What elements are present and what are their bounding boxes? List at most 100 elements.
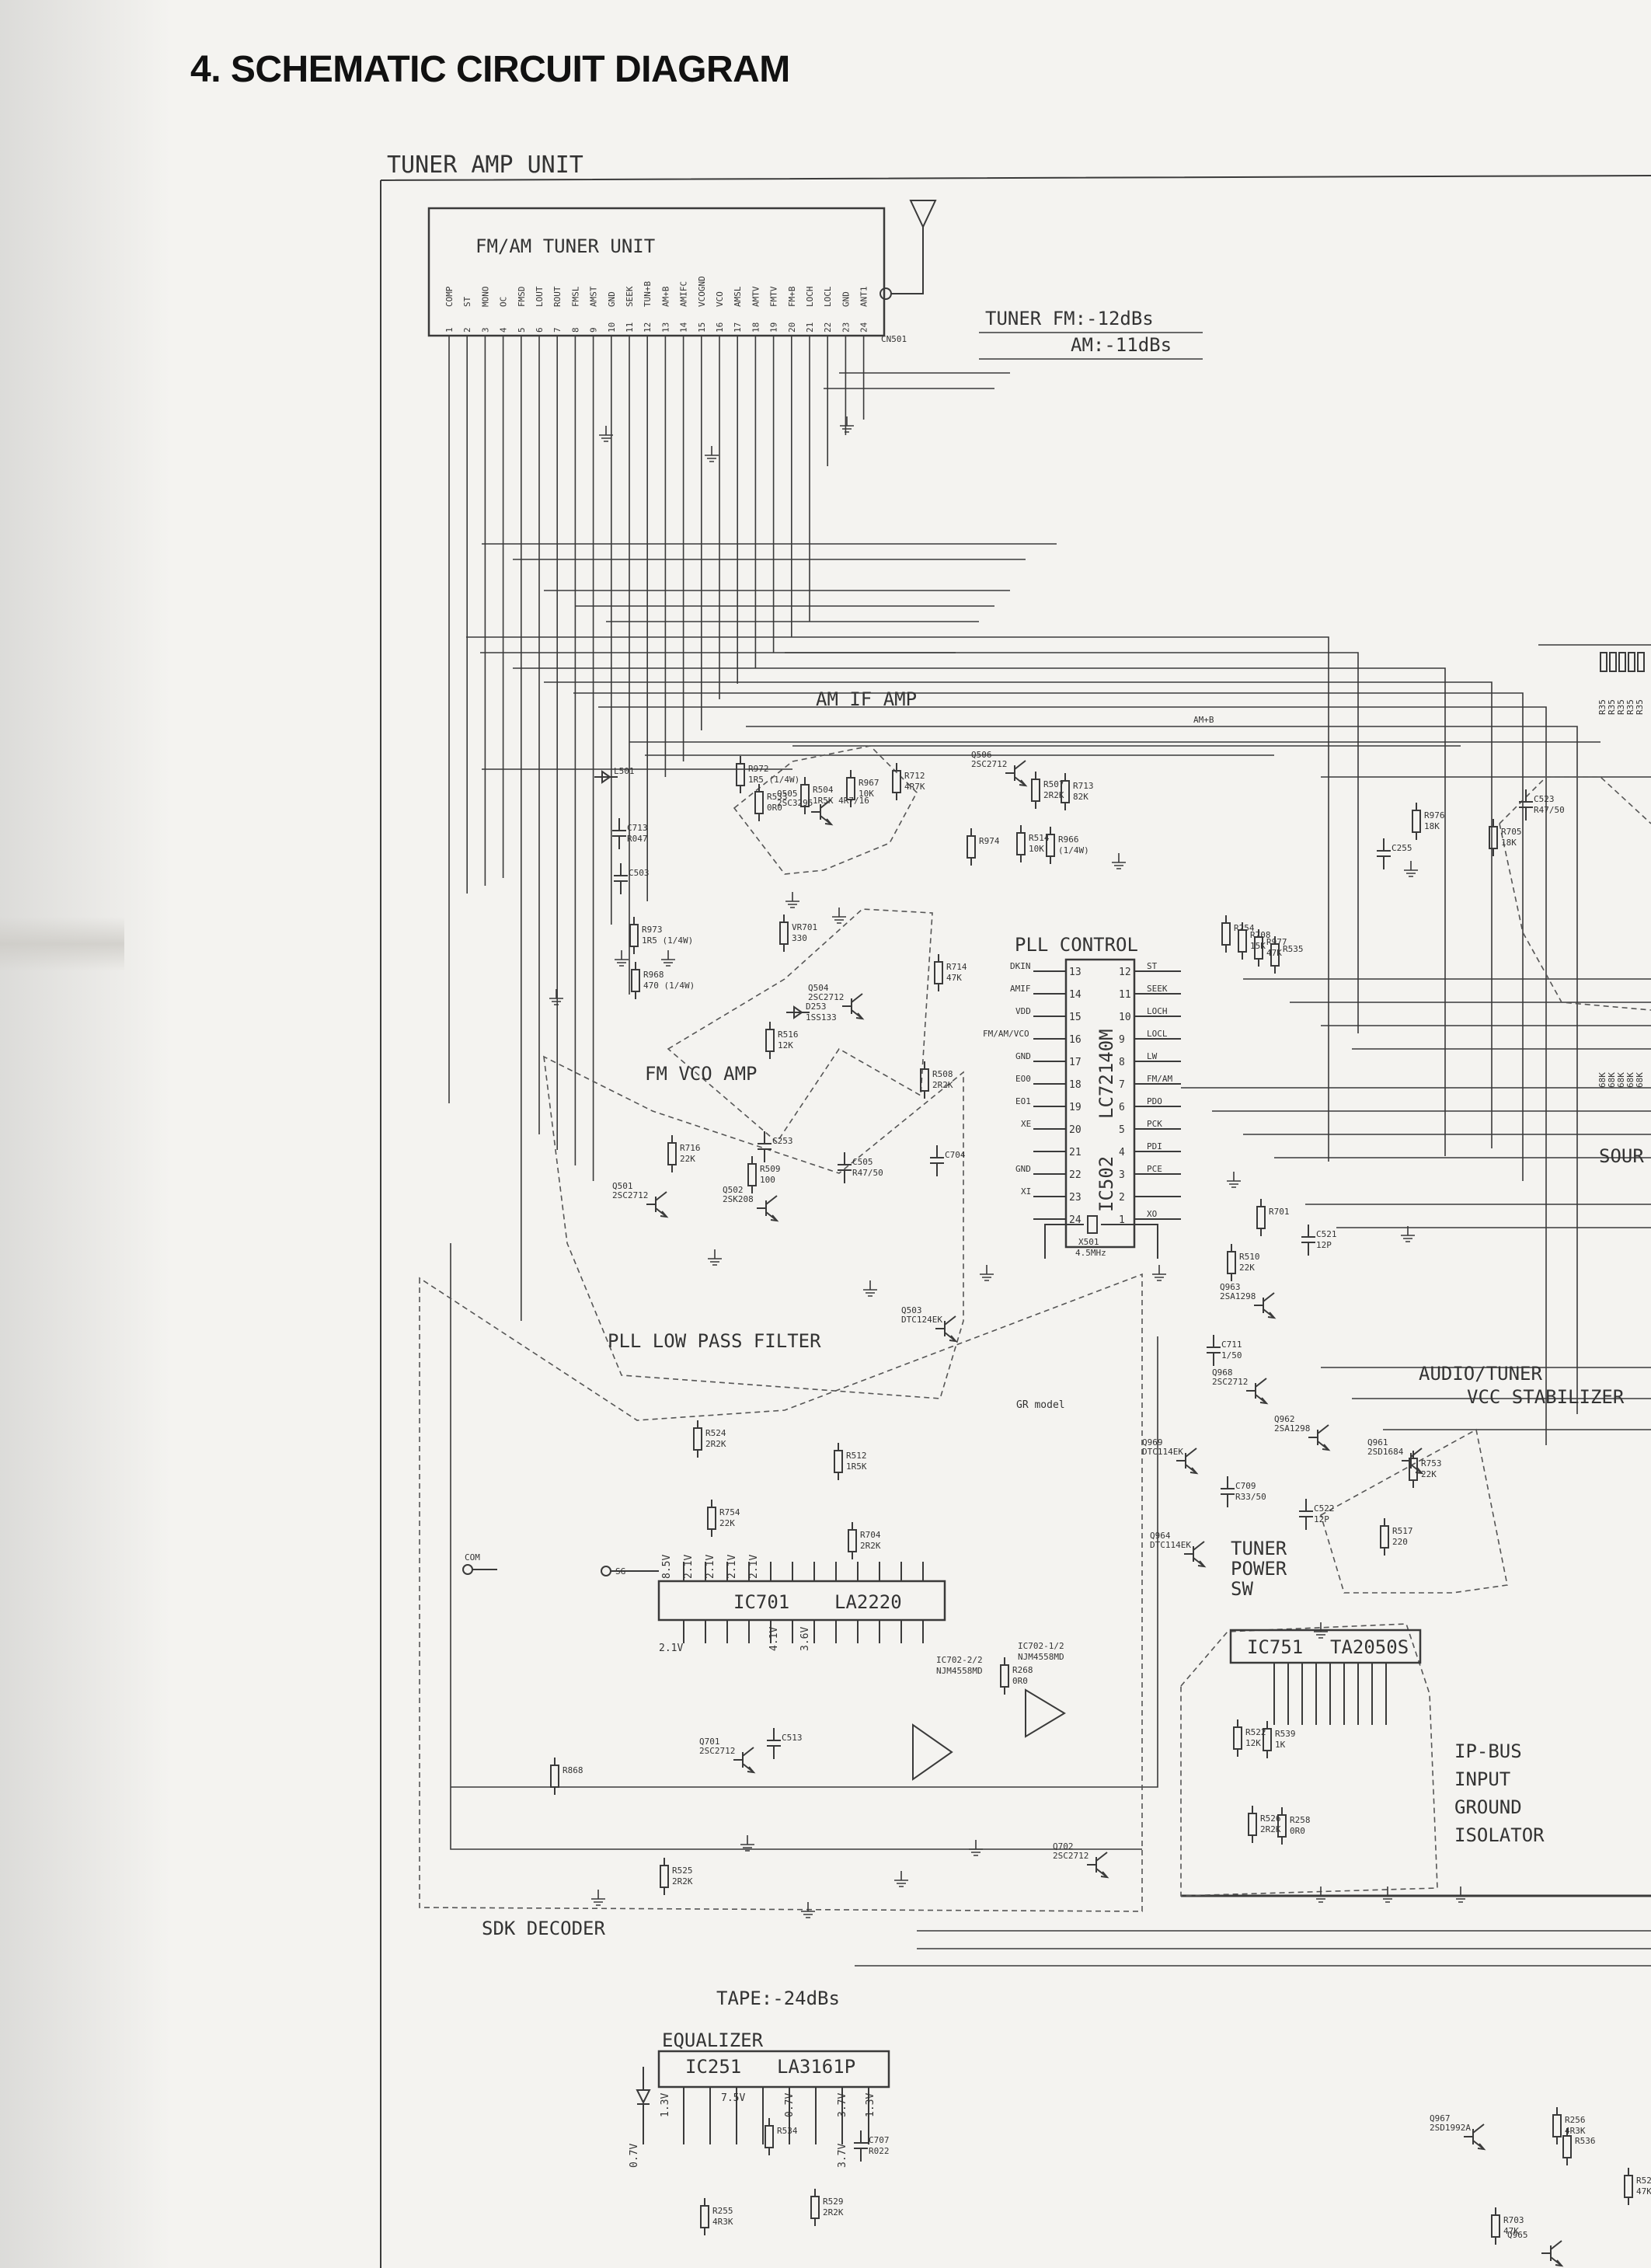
ic502-left-pin-name: FM/AM/VCO xyxy=(983,1029,1029,1039)
tuner-pin-name: OC xyxy=(499,297,509,307)
component-value: 4R3K xyxy=(1565,2126,1586,2136)
tuner-pin-number: 18 xyxy=(751,322,761,333)
component-ref: R256 xyxy=(1565,2115,1586,2125)
signal-sg: SG xyxy=(601,1566,659,1576)
component: L501 xyxy=(594,766,635,784)
tuner-pin-number: 17 xyxy=(733,322,743,333)
ic502-right-pin-name: XO xyxy=(1147,1209,1157,1219)
ic502-left-pin-name: VDD xyxy=(1015,1006,1031,1016)
resistor-glyph xyxy=(1552,2114,1562,2137)
resistor-glyph xyxy=(629,924,639,947)
ic751-ref: IC751 xyxy=(1247,1636,1303,1658)
ic502-right-pin-num: 11 xyxy=(1119,989,1131,1001)
ground-icon xyxy=(1314,1887,1328,1903)
component-ref: R708 xyxy=(1250,930,1271,940)
resistor-glyph xyxy=(1227,1251,1236,1274)
ic502-left-pin-name: GND xyxy=(1015,1051,1031,1061)
ic502-right-pin-name: PDO xyxy=(1147,1096,1162,1106)
ic702-part: NJM4558MD xyxy=(1018,1652,1064,1662)
resistor-glyph xyxy=(660,1865,669,1888)
bank-resistor-ref: R35 xyxy=(1597,699,1607,715)
resistor-glyph xyxy=(1221,922,1231,946)
bank-resistor xyxy=(1609,652,1617,672)
component-ref: R524 xyxy=(705,1428,726,1438)
ground-icon xyxy=(894,1871,908,1887)
transistor-part: 2SD1992A xyxy=(1430,2123,1471,2133)
crystal-freq: 4.5MHz xyxy=(1075,1248,1106,1258)
bank-value: 68K xyxy=(1597,1072,1607,1088)
label-ipbus-2: INPUT xyxy=(1454,1768,1510,1790)
tuner-level-fm: TUNER FM:-12dBs xyxy=(985,308,1154,329)
tuner-pin-name: VCO xyxy=(715,291,725,307)
tuner-pin-number: 2 xyxy=(462,327,472,333)
ic502-right-pin-name: FM/AM xyxy=(1147,1074,1172,1084)
component-ref: D253 xyxy=(806,1002,827,1012)
ground-icon xyxy=(549,989,563,1005)
label-ipbus-1: IP-BUS xyxy=(1454,1740,1522,1762)
label-sdk-decoder: SDK DECODER xyxy=(482,1918,605,1939)
transistor-part: 2SA1298 xyxy=(1274,1423,1310,1434)
component-ref: R968 xyxy=(643,970,664,980)
ic502-left-pin-name: EO1 xyxy=(1015,1096,1031,1106)
tuner-pin-name: LOUT xyxy=(535,286,545,307)
pin-level: 2.1V xyxy=(748,1555,760,1579)
tuner-pin-name: TUN+B xyxy=(643,281,653,307)
resistor-glyph xyxy=(1491,2214,1500,2238)
bank-resistor-ref: R35 xyxy=(1616,699,1626,715)
ic502-left-pin-num: 22 xyxy=(1069,1169,1082,1181)
label-am-if-amp: AM IF AMP xyxy=(816,688,917,710)
component-ref: C522 xyxy=(1314,1503,1335,1514)
crystal-ref: X501 xyxy=(1078,1237,1099,1247)
resistor-glyph xyxy=(1489,826,1498,849)
ic502-left-pin-num: 15 xyxy=(1069,1012,1082,1023)
capacitor-glyph xyxy=(1207,1335,1221,1366)
component-value: 100 xyxy=(760,1175,775,1185)
tuner-level-underline xyxy=(979,332,1203,360)
component-value: 12K xyxy=(778,1040,793,1050)
ic502-chip: 13DKIN14AMIF15VDD16FM/AM/VCO17GND18EO019… xyxy=(983,958,1181,1249)
ic702-b-ref: IC702-1/2 xyxy=(1018,1641,1064,1651)
resistor-glyph xyxy=(736,763,745,786)
capacitor-glyph xyxy=(1519,789,1533,820)
ic502-right-pin-name: PCK xyxy=(1147,1119,1162,1129)
label-pll-low-pass: PLL LOW PASS FILTER xyxy=(608,1330,821,1352)
component-ref: R517 xyxy=(1392,1526,1413,1536)
signal-com: COM xyxy=(462,1552,497,1575)
ground-symbols xyxy=(549,416,1468,1918)
pin-level: 3.7V xyxy=(837,2093,848,2117)
ic502-label: IC502 xyxy=(1095,1156,1117,1212)
component-ref: R703 xyxy=(1503,2215,1524,2225)
ip-bus-outline xyxy=(1180,1623,1438,1897)
transistor-ref: Q501 xyxy=(612,1181,633,1191)
tuner-pin-name: AM+B xyxy=(660,286,671,307)
ic251-chip: IC251 LA3161P xyxy=(657,2050,890,2144)
resistor-glyph xyxy=(1380,1525,1389,1549)
diode-glyph xyxy=(786,1005,810,1019)
ic502-right-pin-num: 3 xyxy=(1119,1169,1125,1181)
component: R534 xyxy=(765,2118,798,2155)
am-if-amp-outline xyxy=(733,745,918,875)
component-value: 0R0 xyxy=(1012,1676,1028,1686)
tuner-pin-name: ROUT xyxy=(552,286,563,307)
component-ref: R966 xyxy=(1058,834,1079,845)
tuner-pin-number: 5 xyxy=(517,327,527,333)
component-value: (1/4W) xyxy=(1058,845,1089,855)
fm-vco-amp-outline xyxy=(667,908,933,1144)
bank-resistor-ref: R35 xyxy=(1635,699,1645,715)
label-gr-model: GR model xyxy=(1016,1399,1065,1411)
ic751-chip: IC751 TA2050S xyxy=(1229,1629,1422,1725)
transistor-part: DTC114EK xyxy=(1142,1447,1183,1457)
